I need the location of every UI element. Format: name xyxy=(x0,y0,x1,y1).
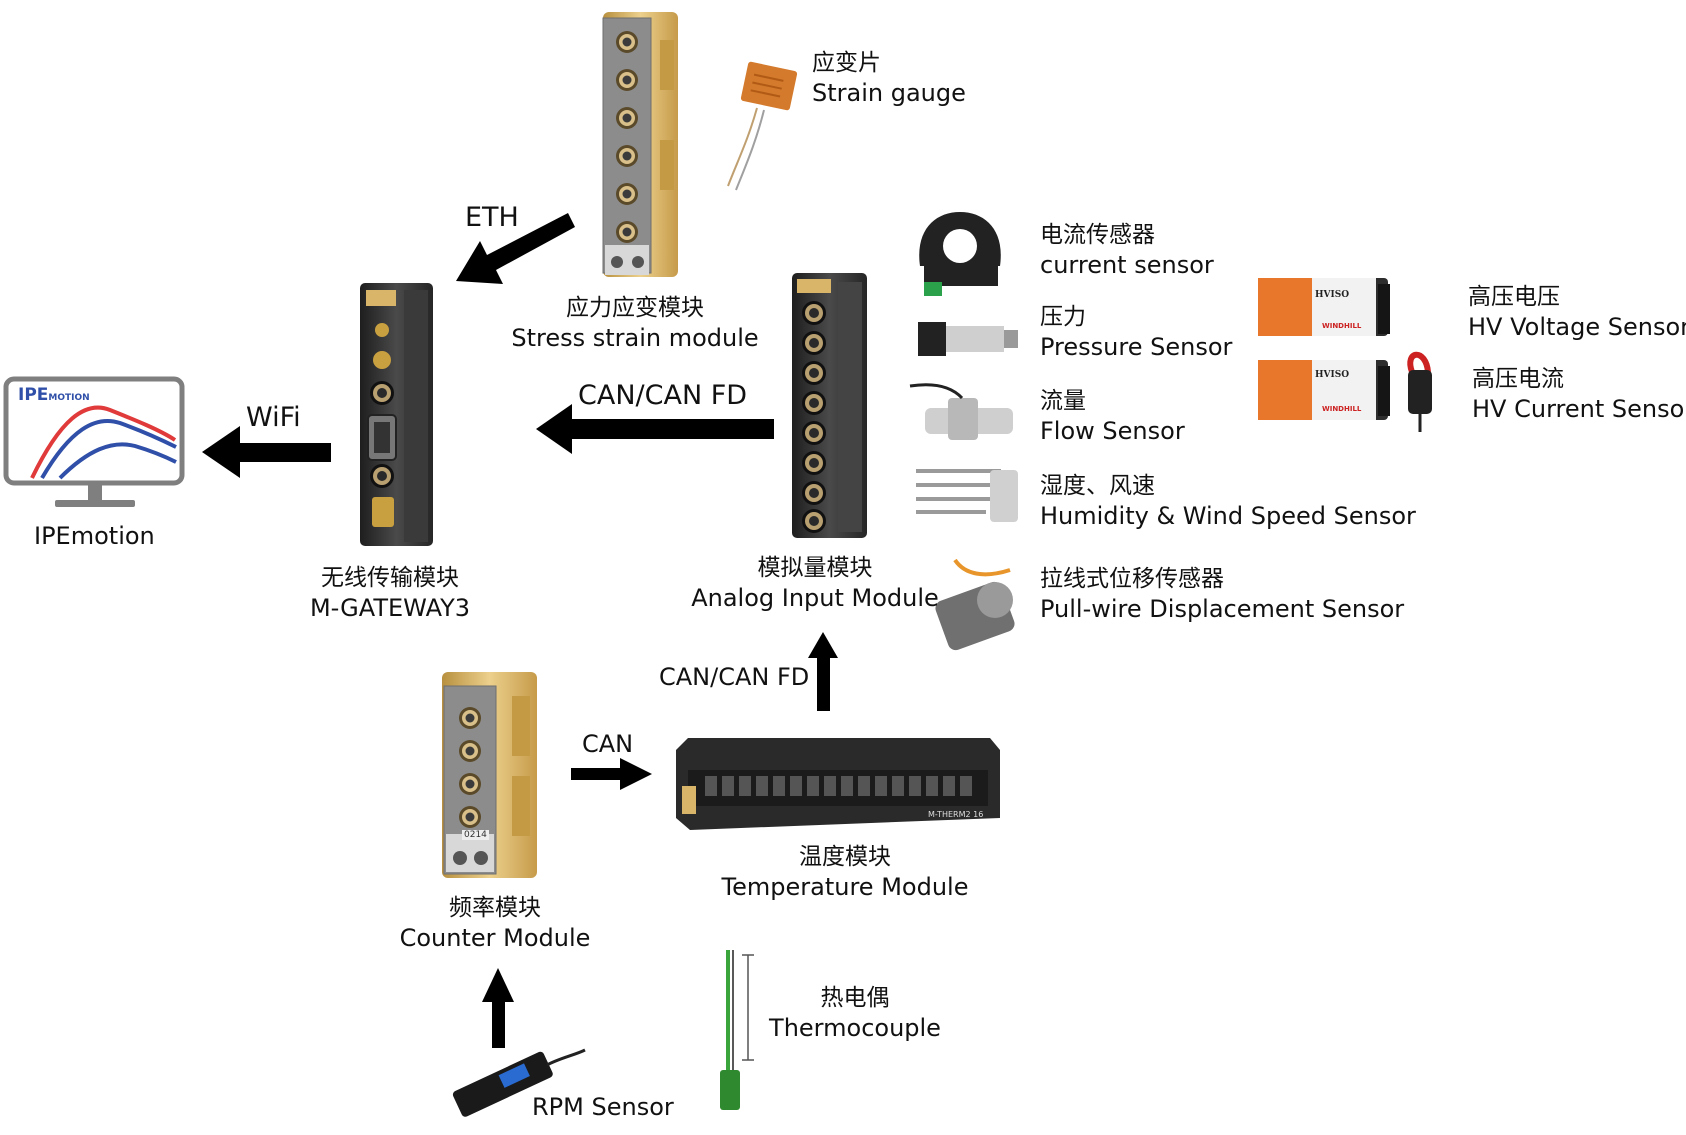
analog-input-module-image xyxy=(792,273,867,538)
strain-gauge-label-en: Strain gauge xyxy=(812,79,966,107)
analog-module-label: 模拟量模块 Analog Input Module xyxy=(690,553,940,613)
humidity-sensor-label: 湿度、风速 Humidity & Wind Speed Sensor xyxy=(1040,471,1416,531)
pullwire-sensor-label-en: Pull-wire Displacement Sensor xyxy=(1040,595,1405,623)
hv-voltage-box-brand: HVISO xyxy=(1315,290,1350,300)
ipe-logo-sub: MOTION xyxy=(48,393,90,403)
strain-gauge-label-zh: 应变片 xyxy=(812,50,881,76)
flow-sensor-image xyxy=(909,383,1013,440)
thermocouple-label: 热电偶 Thermocouple xyxy=(760,983,950,1043)
hv-current-label: 高压电流 HV Current Sensor xyxy=(1472,364,1686,424)
flow-sensor-label-en: Flow Sensor xyxy=(1040,417,1185,445)
temperature-module-image xyxy=(676,738,1000,830)
strain-module-label-zh: 应力应变模块 xyxy=(566,295,704,321)
gateway-label-zh: 无线传输模块 xyxy=(321,565,459,591)
can-fd-vertical-arrow xyxy=(808,632,838,711)
pull-wire-sensor-image xyxy=(935,558,1015,651)
current-sensor-label-zh: 电流传感器 xyxy=(1040,222,1155,248)
hv-voltage-label-en: HV Voltage Sensor xyxy=(1468,313,1686,341)
stress-strain-module-image xyxy=(602,12,678,277)
can-link-label: CAN xyxy=(582,730,634,758)
strain-gauge-image xyxy=(727,61,798,191)
current-sensor-image xyxy=(919,212,1001,296)
hv-current-clamp-image xyxy=(1407,351,1432,432)
current-sensor-label-en: current sensor xyxy=(1040,251,1214,279)
ipe-logo: IPEMOTION xyxy=(18,385,90,405)
flow-sensor-label: 流量 Flow Sensor xyxy=(1040,386,1185,446)
temperature-plate-text: M-THERM2 16 xyxy=(928,810,984,819)
pullwire-sensor-label-zh: 拉线式位移传感器 xyxy=(1040,566,1224,592)
ipemotion-label: IPEmotion xyxy=(34,522,155,550)
hv-voltage-label: 高压电压 HV Voltage Sensor xyxy=(1468,282,1686,342)
thermocouple-label-zh: 热电偶 xyxy=(820,985,890,1011)
thermocouple-label-en: Thermocouple xyxy=(769,1014,941,1042)
pressure-sensor-label-zh: 压力 xyxy=(1040,304,1086,330)
analog-module-label-en: Analog Input Module xyxy=(691,584,939,612)
m-gateway3-image xyxy=(360,283,433,546)
analog-module-label-zh: 模拟量模块 xyxy=(757,555,873,581)
pressure-sensor-label-en: Pressure Sensor xyxy=(1040,333,1233,361)
hv-current-label-zh: 高压电流 xyxy=(1472,366,1564,392)
counter-module-label-zh: 频率模块 xyxy=(449,895,541,921)
wifi-arrow xyxy=(202,426,331,478)
humidity-sensor-label-zh: 湿度、风速 xyxy=(1040,473,1155,499)
can-arrow xyxy=(571,758,652,790)
flow-sensor-label-zh: 流量 xyxy=(1040,388,1086,414)
gateway-label: 无线传输模块 M-GATEWAY3 xyxy=(300,563,480,623)
pressure-sensor-label: 压力 Pressure Sensor xyxy=(1040,302,1232,362)
hv-voltage-label-zh: 高压电压 xyxy=(1468,284,1560,310)
temperature-module-label: 温度模块 Temperature Module xyxy=(710,842,980,902)
ipe-logo-text: IPE xyxy=(18,385,49,405)
eth-arrow xyxy=(456,213,575,284)
can-fd-main-arrow xyxy=(536,404,774,454)
can-fd-vertical-link-label: CAN/CAN FD xyxy=(659,663,810,691)
hv-current-box-logo: WINDHILL xyxy=(1322,405,1362,413)
hv-current-label-en: HV Current Sensor xyxy=(1472,395,1686,423)
gateway-label-en: M-GATEWAY3 xyxy=(309,594,471,622)
can-fd-main-link-label: CAN/CAN FD xyxy=(578,380,748,411)
strain-module-label-en: Stress strain module xyxy=(511,324,759,352)
thermocouple-image xyxy=(720,950,754,1110)
humidity-sensor-label-en: Humidity & Wind Speed Sensor xyxy=(1040,502,1416,530)
wifi-link-label: WiFi xyxy=(246,402,301,433)
counter-tag-text: 0214 xyxy=(462,830,489,840)
temperature-module-label-zh: 温度模块 xyxy=(799,844,891,870)
hv-voltage-box-logo: WINDHILL xyxy=(1322,322,1362,330)
rpm-arrow xyxy=(482,968,514,1048)
eth-link-label: ETH xyxy=(465,202,519,233)
counter-module-label-en: Counter Module xyxy=(399,924,591,952)
strain-module-label: 应力应变模块 Stress strain module xyxy=(505,293,765,353)
rpm-sensor-label: RPM Sensor xyxy=(532,1093,674,1121)
temperature-module-label-en: Temperature Module xyxy=(721,873,969,901)
counter-module-image xyxy=(442,672,537,878)
hv-current-box-brand: HVISO xyxy=(1315,370,1350,380)
pullwire-sensor-label: 拉线式位移传感器 Pull-wire Displacement Sensor xyxy=(1040,564,1404,624)
strain-gauge-label: 应变片 Strain gauge xyxy=(812,48,966,108)
hv-current-box-image xyxy=(1258,360,1390,420)
hv-voltage-box-image xyxy=(1258,278,1390,336)
counter-module-label: 频率模块 Counter Module xyxy=(385,893,605,953)
pressure-sensor-image xyxy=(918,322,1018,356)
humidity-wind-sensor-image xyxy=(916,469,1018,522)
rpm-sensor-image xyxy=(452,1048,586,1117)
ipemotion-monitor-icon xyxy=(3,376,185,507)
current-sensor-label: 电流传感器 current sensor xyxy=(1040,220,1214,280)
